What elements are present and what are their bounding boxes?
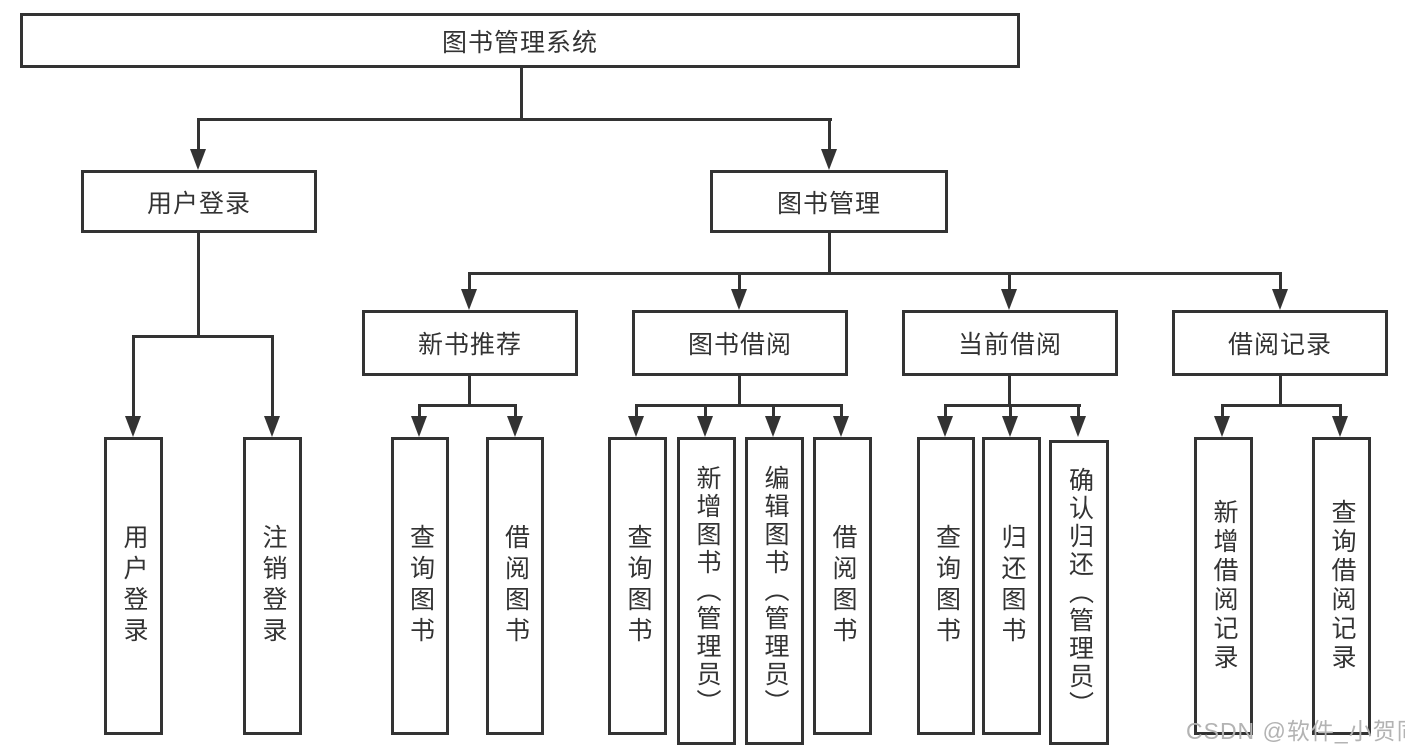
node-borrow-records-label: 借阅记录 (1227, 331, 1332, 359)
leaf-confirm-return-admin: 确认归还（管理员） (1049, 440, 1109, 745)
arrow-down-icon (1214, 416, 1230, 437)
node-user-login: 用户登录 (81, 170, 317, 233)
node-new-book-recommend: 新书推荐 (362, 310, 578, 376)
arrow-down-icon (821, 149, 837, 170)
connector-line (520, 68, 523, 120)
arrow-down-icon (1332, 416, 1348, 437)
connector-line (197, 118, 200, 152)
connector-line (1008, 272, 1011, 294)
leaf-query-books-borrowing: 查询图书 (608, 437, 667, 735)
connector-line (1077, 404, 1080, 420)
leaf-add-book-admin: 新增图书（管理员） (677, 437, 736, 745)
arrow-down-icon (1070, 416, 1086, 437)
connector-line (828, 118, 831, 152)
arrow-down-icon (937, 416, 953, 437)
leaf-query-borrow-record: 查询借阅记录 (1312, 437, 1371, 735)
leaf-add-borrow-record-label: 新增借阅记录 (1210, 499, 1238, 673)
arrow-down-icon (731, 289, 747, 310)
arrow-down-icon (1272, 289, 1288, 310)
connector-line (1279, 272, 1282, 294)
node-user-login-label: 用户登录 (146, 189, 251, 218)
leaf-add-borrow-record: 新增借阅记录 (1194, 437, 1253, 735)
node-root: 图书管理系统 (20, 13, 1020, 68)
node-current-borrowing-label: 当前借阅 (957, 331, 1062, 359)
connector-line (418, 404, 517, 407)
connector-line (197, 233, 200, 338)
connector-line (828, 233, 831, 275)
connector-line (271, 335, 274, 420)
node-book-borrowing: 图书借阅 (632, 310, 848, 376)
connector-line (132, 335, 274, 338)
leaf-logout-login-label: 注销登录 (259, 524, 287, 648)
arrow-down-icon (125, 416, 141, 437)
connector-line (468, 272, 1282, 275)
leaf-add-book-admin-label: 新增图书（管理员） (693, 465, 721, 717)
node-new-book-recommend-label: 新书推荐 (417, 331, 522, 359)
leaf-borrow-books-borrowing-label: 借阅图书 (829, 524, 857, 648)
connector-line (738, 272, 741, 294)
node-book-borrowing-label: 图书借阅 (687, 331, 792, 359)
connector-line (514, 404, 517, 420)
node-borrow-records: 借阅记录 (1172, 310, 1388, 376)
leaf-edit-book-admin: 编辑图书（管理员） (745, 437, 804, 745)
connector-line (944, 404, 1081, 407)
leaf-borrow-books-recommend-label: 借阅图书 (501, 524, 530, 648)
connector-line (840, 404, 843, 420)
connector-line (1279, 376, 1282, 407)
leaf-user-login-label: 用户登录 (120, 524, 148, 648)
connector-line (1009, 404, 1012, 420)
leaf-user-login: 用户登录 (104, 437, 163, 735)
arrow-down-icon (411, 416, 427, 437)
leaf-edit-book-admin-label: 编辑图书（管理员） (761, 465, 789, 717)
connector-line (197, 118, 832, 121)
leaf-query-books-recommend: 查询图书 (391, 437, 449, 735)
connector-line (944, 404, 947, 420)
node-book-management-label: 图书管理 (776, 189, 881, 218)
connector-line (132, 335, 135, 420)
arrow-down-icon (507, 416, 523, 437)
leaf-query-books-recommend-label: 查询图书 (406, 524, 435, 648)
connector-line (738, 376, 741, 407)
csdn-watermark: CSDN @软件_小贺同学 (1186, 718, 1405, 744)
connector-line (1221, 404, 1224, 420)
leaf-logout-login: 注销登录 (243, 437, 302, 735)
connector-line (635, 404, 638, 420)
connector-line (635, 404, 843, 407)
arrow-down-icon (461, 289, 477, 310)
leaf-query-books-borrowing-label: 查询图书 (624, 524, 652, 648)
connector-line (1221, 404, 1342, 407)
node-current-borrowing: 当前借阅 (902, 310, 1118, 376)
arrow-down-icon (628, 416, 644, 437)
leaf-query-borrow-record-label: 查询借阅记录 (1328, 499, 1356, 673)
connector-line (418, 404, 421, 420)
leaf-query-books-current: 查询图书 (917, 437, 975, 735)
connector-line (772, 404, 775, 420)
arrow-down-icon (1002, 416, 1018, 437)
connector-line (704, 404, 707, 420)
arrow-down-icon (264, 416, 280, 437)
arrow-down-icon (190, 149, 206, 170)
arrow-down-icon (697, 416, 713, 437)
leaf-confirm-return-admin-label: 确认归还（管理员） (1065, 466, 1094, 719)
arrow-down-icon (833, 416, 849, 437)
arrow-down-icon (1001, 289, 1017, 310)
node-book-management: 图书管理 (710, 170, 948, 233)
arrow-down-icon (765, 416, 781, 437)
leaf-borrow-books-borrowing: 借阅图书 (813, 437, 872, 735)
leaf-return-book: 归还图书 (982, 437, 1041, 735)
connector-line (1339, 404, 1342, 420)
node-root-label: 图书管理系统 (441, 28, 598, 57)
leaf-query-books-current-label: 查询图书 (932, 524, 961, 648)
connector-line (1008, 376, 1011, 407)
connector-line (468, 272, 471, 294)
leaf-return-book-label: 归还图书 (998, 524, 1026, 648)
connector-line (468, 376, 471, 407)
leaf-borrow-books-recommend: 借阅图书 (486, 437, 544, 735)
